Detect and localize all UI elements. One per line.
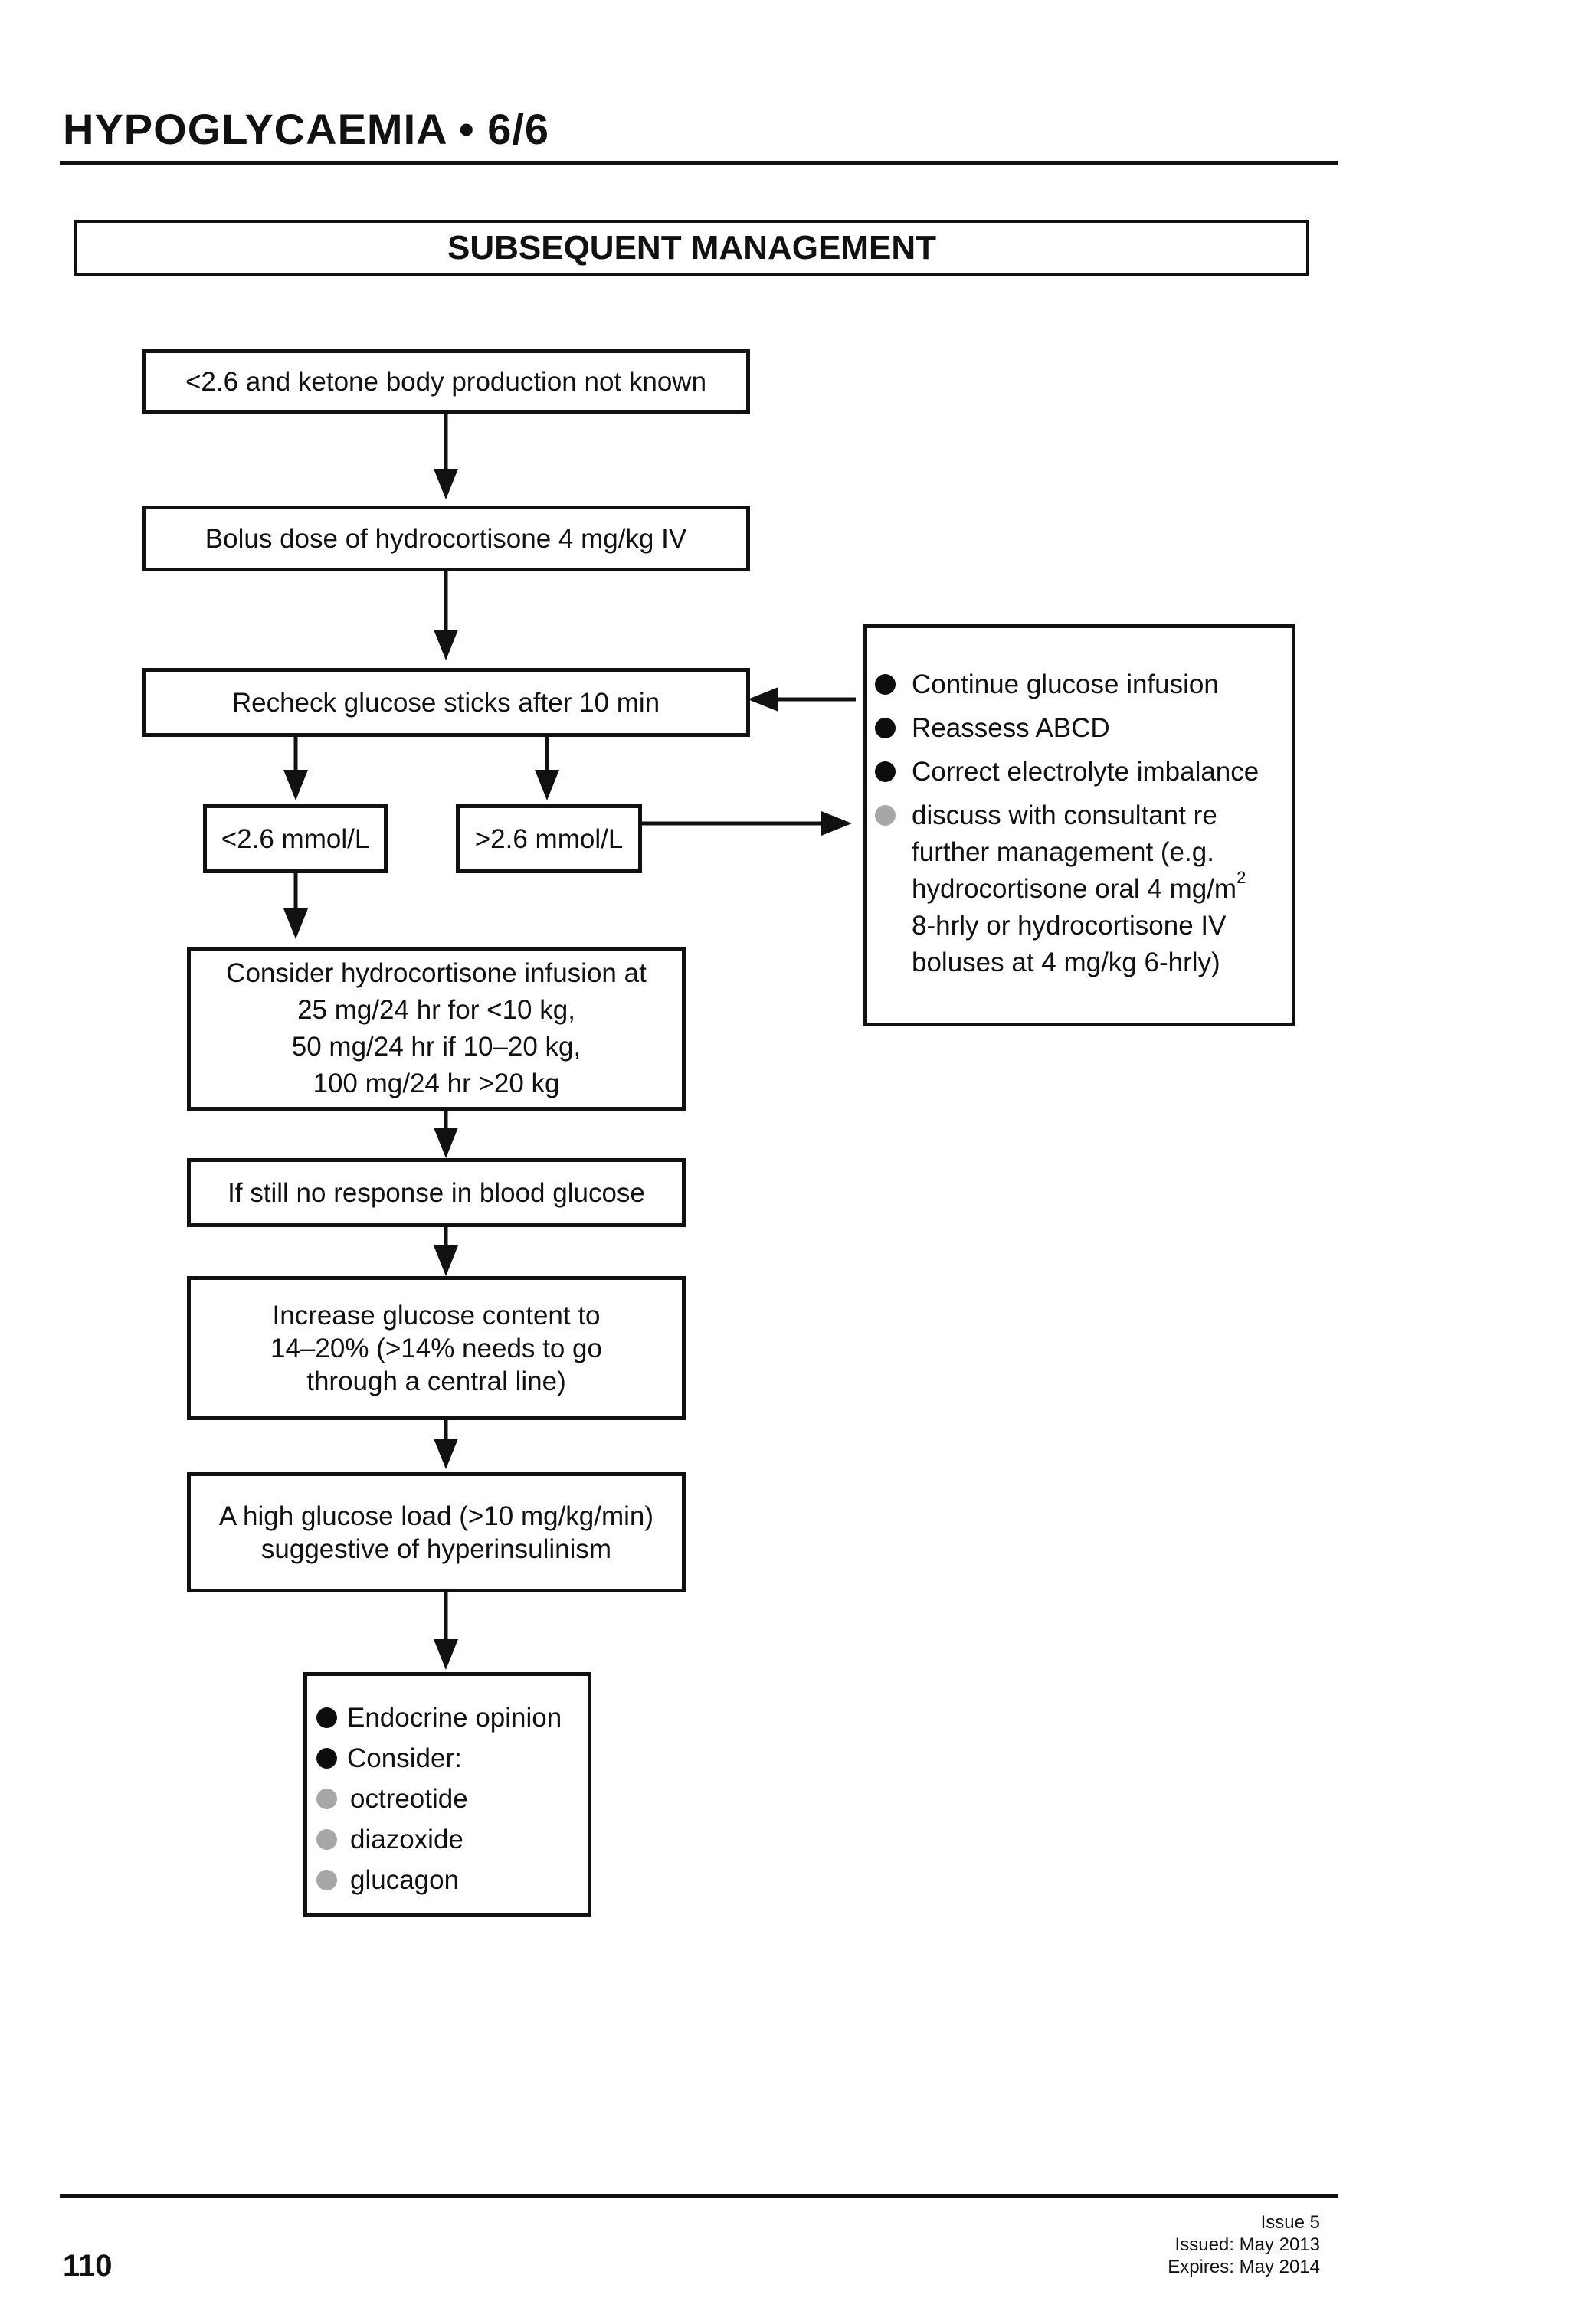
infusion-line: 25 mg/24 hr for <10 kg, <box>297 995 575 1025</box>
black-bullet-icon <box>875 718 896 738</box>
black-bullet-icon <box>316 1748 337 1769</box>
infusion-line: 100 mg/24 hr >20 kg <box>313 1069 560 1098</box>
side-item-text: boluses at 4 mg/kg 6-hrly) <box>912 948 1220 977</box>
endocrine-item-text: Endocrine opinion <box>347 1703 562 1733</box>
superscript: 2 <box>1237 868 1246 887</box>
expiry-date: Expires: May 2014 <box>1168 2257 1320 2277</box>
increase-line: Increase glucose content to <box>272 1300 601 1331</box>
infusion-line: 50 mg/24 hr if 10–20 kg, <box>291 1032 581 1062</box>
section-title: SUBSEQUENT MANAGEMENT <box>447 228 937 267</box>
side-item-text: further management (e.g. <box>912 837 1214 867</box>
infusion-box: Consider hydrocortisone infusion at 25 m… <box>187 947 686 1111</box>
side-actions-box: Continue glucose infusion Reassess ABCD … <box>863 624 1295 1026</box>
no-response-box: If still no response in blood glucose <box>187 1158 686 1227</box>
issue-info: Issue 5 Issued: May 2013 Expires: May 20… <box>1168 2211 1320 2278</box>
endocrine-item-text: diazoxide <box>350 1825 463 1854</box>
increase-box: Increase glucose content to 14–20% (>14%… <box>187 1276 686 1420</box>
endocrine-item-text: Consider: <box>347 1743 462 1773</box>
start-box: <2.6 and ketone body production not know… <box>142 349 750 414</box>
black-bullet-icon <box>316 1707 337 1728</box>
low-glucose-box: <2.6 mmol/L <box>203 804 388 873</box>
side-item-text: discuss with consultant re <box>912 800 1217 830</box>
page-title: HYPOGLYCAEMIA • 6/6 <box>63 105 550 153</box>
side-item-text: hydrocortisone oral 4 mg/m2 <box>912 868 1246 905</box>
side-item-text: Reassess ABCD <box>912 713 1110 743</box>
bolus-box: Bolus dose of hydrocortisone 4 mg/kg IV <box>142 506 750 571</box>
no-response-text: If still no response in blood glucose <box>228 1177 645 1208</box>
endocrine-item-text: glucagon <box>350 1865 460 1895</box>
side-item-text: 8-hrly or hydrocortisone IV <box>912 911 1227 941</box>
issued-date: Issued: May 2013 <box>1174 2234 1320 2255</box>
side-item-text: Continue glucose infusion <box>912 669 1219 699</box>
grey-bullet-icon <box>316 1789 337 1809</box>
issue-number: Issue 5 <box>1260 2212 1320 2233</box>
high-load-box: A high glucose load (>10 mg/kg/min) sugg… <box>187 1472 686 1592</box>
grey-bullet-icon <box>316 1870 337 1890</box>
grey-bullet-icon <box>875 805 896 826</box>
high-glucose-text: >2.6 mmol/L <box>474 823 624 854</box>
recheck-box: Recheck glucose sticks after 10 min <box>142 668 750 737</box>
high-load-line: A high glucose load (>10 mg/kg/min) <box>218 1501 654 1531</box>
section-title-box: SUBSEQUENT MANAGEMENT <box>74 220 1309 276</box>
side-item-text: Correct electrolyte imbalance <box>912 757 1259 787</box>
grey-bullet-icon <box>316 1829 337 1850</box>
increase-line: through a central line) <box>306 1366 566 1396</box>
black-bullet-icon <box>875 761 896 782</box>
endocrine-box: Endocrine opinion Consider: octreotide d… <box>303 1672 591 1917</box>
high-load-line: suggestive of hyperinsulinism <box>260 1534 612 1564</box>
header-rule <box>60 161 1338 165</box>
page-number: 110 <box>63 2249 113 2283</box>
footer-rule <box>60 2194 1338 2198</box>
endocrine-item-text: octreotide <box>350 1784 468 1814</box>
black-bullet-icon <box>875 674 896 695</box>
recheck-text: Recheck glucose sticks after 10 min <box>231 687 660 718</box>
increase-line: 14–20% (>14% needs to go <box>270 1333 602 1363</box>
infusion-line: Consider hydrocortisone infusion at <box>226 958 647 988</box>
high-glucose-box: >2.6 mmol/L <box>456 804 642 873</box>
low-glucose-text: <2.6 mmol/L <box>221 823 370 854</box>
bolus-text: Bolus dose of hydrocortisone 4 mg/kg IV <box>205 523 687 554</box>
start-text: <2.6 and ketone body production not know… <box>185 366 707 397</box>
